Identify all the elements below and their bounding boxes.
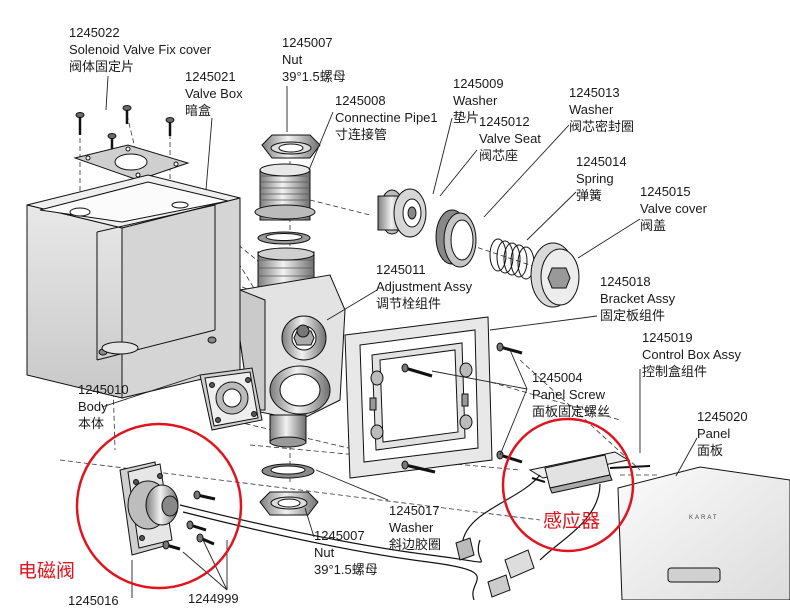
- wires: [179, 474, 601, 601]
- valve-seat: [377, 188, 427, 238]
- bracket-assy: [344, 316, 493, 479]
- body-side-block: [199, 367, 263, 431]
- wire-connectors: [455, 537, 535, 598]
- panel-brand-text: KARAT: [689, 515, 719, 521]
- label-1244999: 1244999: [188, 591, 239, 606]
- fix-cover-screws: [75, 105, 175, 152]
- valve-cover: [530, 242, 580, 308]
- solenoid-screws: [162, 490, 216, 551]
- valve-box: [26, 174, 241, 399]
- valve-core-washer: [435, 209, 477, 268]
- solenoid-valve-callout: 电磁阀: [18, 560, 76, 582]
- solenoid-callout-circle: [75, 422, 243, 590]
- panel: KARAT: [617, 466, 790, 601]
- sensor-callout: 感应器: [543, 510, 601, 532]
- pipe-washer: [257, 231, 311, 245]
- red-callout-circles: [75, 417, 635, 590]
- label-1245016: 1245016: [68, 593, 119, 608]
- sensor-callout-circle: [501, 417, 635, 553]
- solenoid-valve-fix-cover: [73, 144, 190, 181]
- panel-screws: [401, 342, 523, 474]
- adjustment-assy: [296, 324, 310, 338]
- bottom-washer: [261, 463, 315, 479]
- top-nut: [261, 134, 321, 159]
- bottom-nut: [259, 491, 319, 516]
- connecting-pipe: [254, 163, 316, 221]
- solenoid-valve: [119, 461, 179, 556]
